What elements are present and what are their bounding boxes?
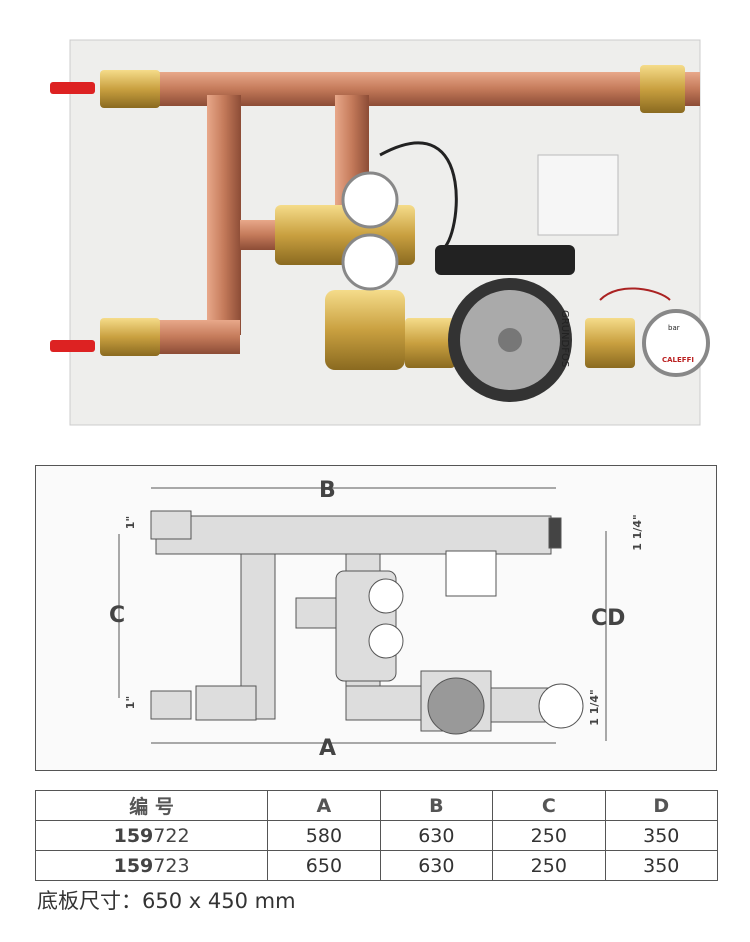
cell-c: 250	[492, 820, 606, 851]
dimension-a-label: A	[319, 736, 337, 761]
valve-handle-icon	[50, 82, 95, 94]
cell-d: 350	[604, 850, 719, 881]
gauge-brand: CALEFFI	[662, 356, 694, 364]
ball-valve-bottom	[100, 318, 160, 356]
pressure-gauge-icon	[642, 309, 710, 377]
table-header-row: 编 号 A B C D	[34, 790, 719, 821]
cell-b: 630	[379, 850, 494, 881]
cell-a: 580	[267, 820, 381, 851]
size-left-bottom: 1"	[124, 695, 138, 710]
header-code: 编 号	[34, 790, 269, 821]
size-right-bottom: 1 1/4"	[587, 689, 601, 726]
thermometer-icon	[341, 233, 399, 291]
header-a: A	[267, 790, 381, 821]
cell-a: 650	[267, 850, 381, 881]
cell-code: 159723	[34, 850, 269, 881]
thermometer-icon	[341, 171, 399, 229]
header-c: C	[492, 790, 606, 821]
cell-c: 250	[492, 850, 606, 881]
cell-b: 630	[379, 820, 494, 851]
cell-d: 350	[604, 820, 719, 851]
dimension-cd-label: CD	[591, 606, 626, 631]
dimension-diagram: B A C CD 1" 1" 1 1/4" 1 1/4"	[35, 465, 717, 771]
table-row: 159722 580 630 250 350	[34, 820, 719, 851]
dimensions-table: 编 号 A B C D 159722 580 630 250 350 15972…	[34, 790, 719, 881]
gauge-unit: bar	[668, 324, 680, 332]
size-right-top: 1 1/4"	[630, 514, 644, 551]
ball-valve-top	[100, 70, 160, 108]
header-d: D	[604, 790, 719, 821]
dimension-c-label: C	[109, 603, 126, 628]
base-plate-size-caption: 底板尺寸：650 x 450 mm	[37, 889, 296, 913]
dimension-b-label: B	[319, 478, 336, 503]
top-pipe-outline	[155, 515, 552, 555]
pump-brand: GRUNDFOS	[559, 310, 570, 367]
cell-code: 159722	[34, 820, 269, 851]
product-photo: GRUNDFOS bar CALEFFI	[0, 0, 750, 440]
junction-box	[537, 154, 619, 236]
table-row: 159723 650 630 250 350	[34, 850, 719, 881]
valve-handle-icon	[50, 340, 95, 352]
size-left-top: 1"	[124, 515, 138, 530]
header-b: B	[379, 790, 494, 821]
